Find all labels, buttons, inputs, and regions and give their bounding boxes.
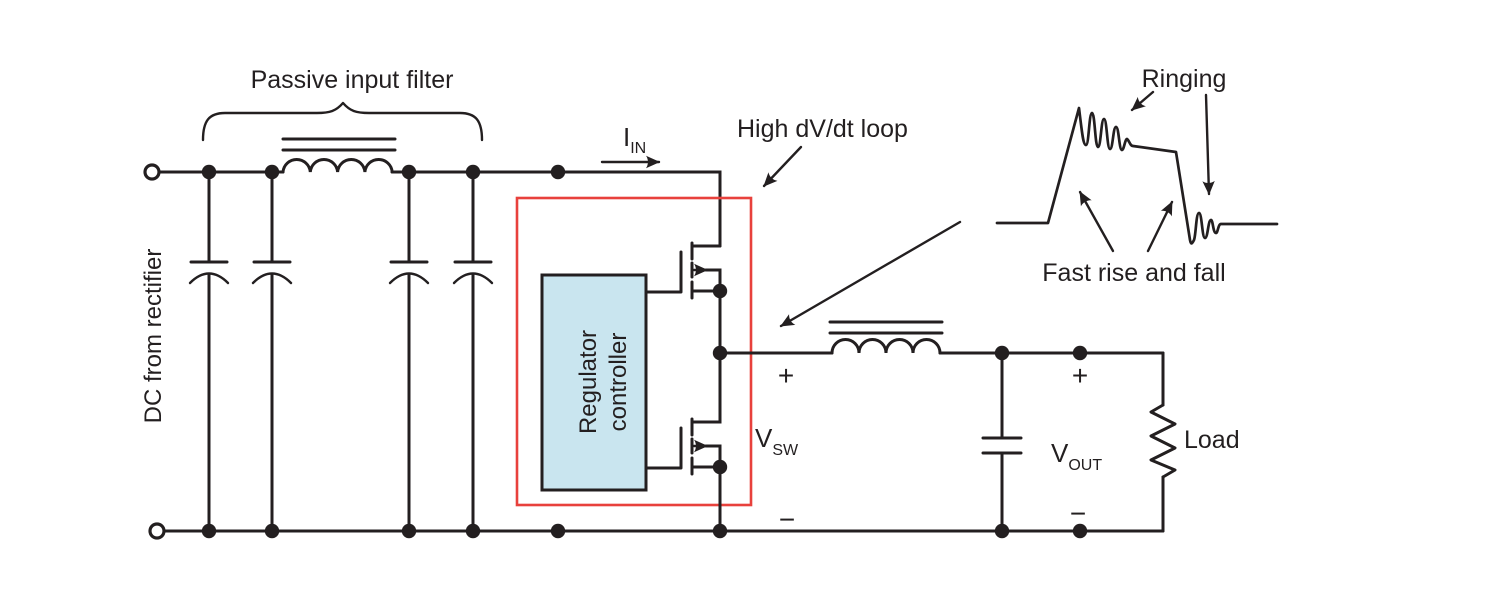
output-filter [718, 320, 1165, 533]
dvdt-loop-label: High dV/dt loop [737, 115, 908, 143]
input-current-annotation: IIN [600, 122, 661, 169]
output-annotation: + VOUT − [1051, 360, 1102, 529]
vsw-label: VSW [755, 423, 799, 459]
input-filter-brace [201, 101, 484, 142]
regulator-controller-box [540, 273, 648, 492]
waveform-to-switchnode-arrow [779, 220, 962, 328]
input-filter-label: Passive input filter [251, 66, 454, 94]
switch-node-annotation: + VSW − [755, 360, 799, 535]
vout-label: VOUT [1051, 438, 1102, 474]
vout-minus: − [1070, 498, 1086, 529]
input-inductor [281, 157, 394, 174]
input-terminal-bottom [148, 522, 166, 540]
fast-fall-arrow [1146, 200, 1174, 253]
output-capacitor [981, 351, 1023, 533]
switching-waveform: Ringing Fast rise and fall [995, 65, 1279, 287]
junction-dots [201, 164, 1088, 539]
waveform-trace [995, 106, 1279, 245]
fast-rise-arrow [1078, 190, 1115, 253]
high-side-mosfet [644, 241, 728, 300]
top-rail [157, 170, 722, 248]
ringing-label: Ringing [1142, 65, 1227, 93]
vsw-minus: − [779, 504, 795, 535]
load-branch: Load [1149, 351, 1240, 533]
input-terminal-top [143, 163, 161, 181]
switch-node [712, 345, 728, 361]
load-label: Load [1184, 426, 1240, 454]
high-dvdt-loop: High dV/dt loop [515, 115, 908, 507]
input-inductor-core [281, 137, 397, 152]
low-side-mosfet [644, 351, 728, 476]
input-capacitor-4 [452, 170, 494, 533]
dc-source-label: DC from rectifier [140, 249, 167, 424]
vsw-plus: + [778, 360, 794, 391]
load-resistor [1149, 403, 1177, 479]
output-inductor [830, 338, 942, 355]
ringing-arrow-right [1202, 93, 1215, 196]
output-inductor-core [828, 320, 944, 335]
input-capacitor-2 [251, 170, 293, 533]
input-current-label: IIN [623, 122, 646, 157]
ringing-arrow-left [1130, 90, 1155, 112]
fast-rise-fall-label: Fast rise and fall [1042, 259, 1225, 287]
input-capacitor-3 [388, 170, 430, 533]
vout-plus: + [1072, 360, 1088, 391]
dvdt-loop-arrow [762, 145, 803, 188]
input-capacitor-1 [188, 170, 230, 533]
passive-input-filter: Passive input filter [188, 66, 494, 533]
